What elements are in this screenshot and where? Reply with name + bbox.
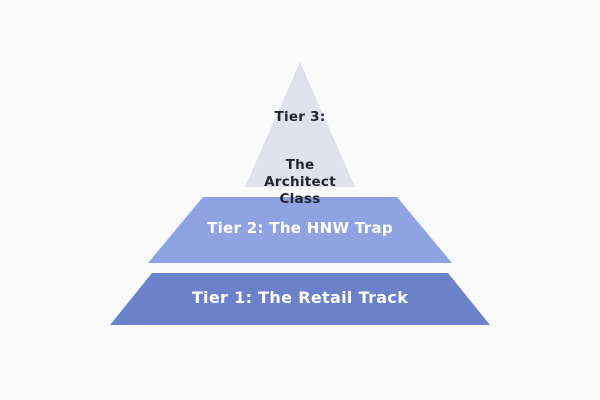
tier-3-triangle[interactable]: [245, 62, 355, 187]
tier-2-trapezoid[interactable]: [148, 197, 452, 263]
tier-1-trapezoid[interactable]: [110, 273, 490, 325]
